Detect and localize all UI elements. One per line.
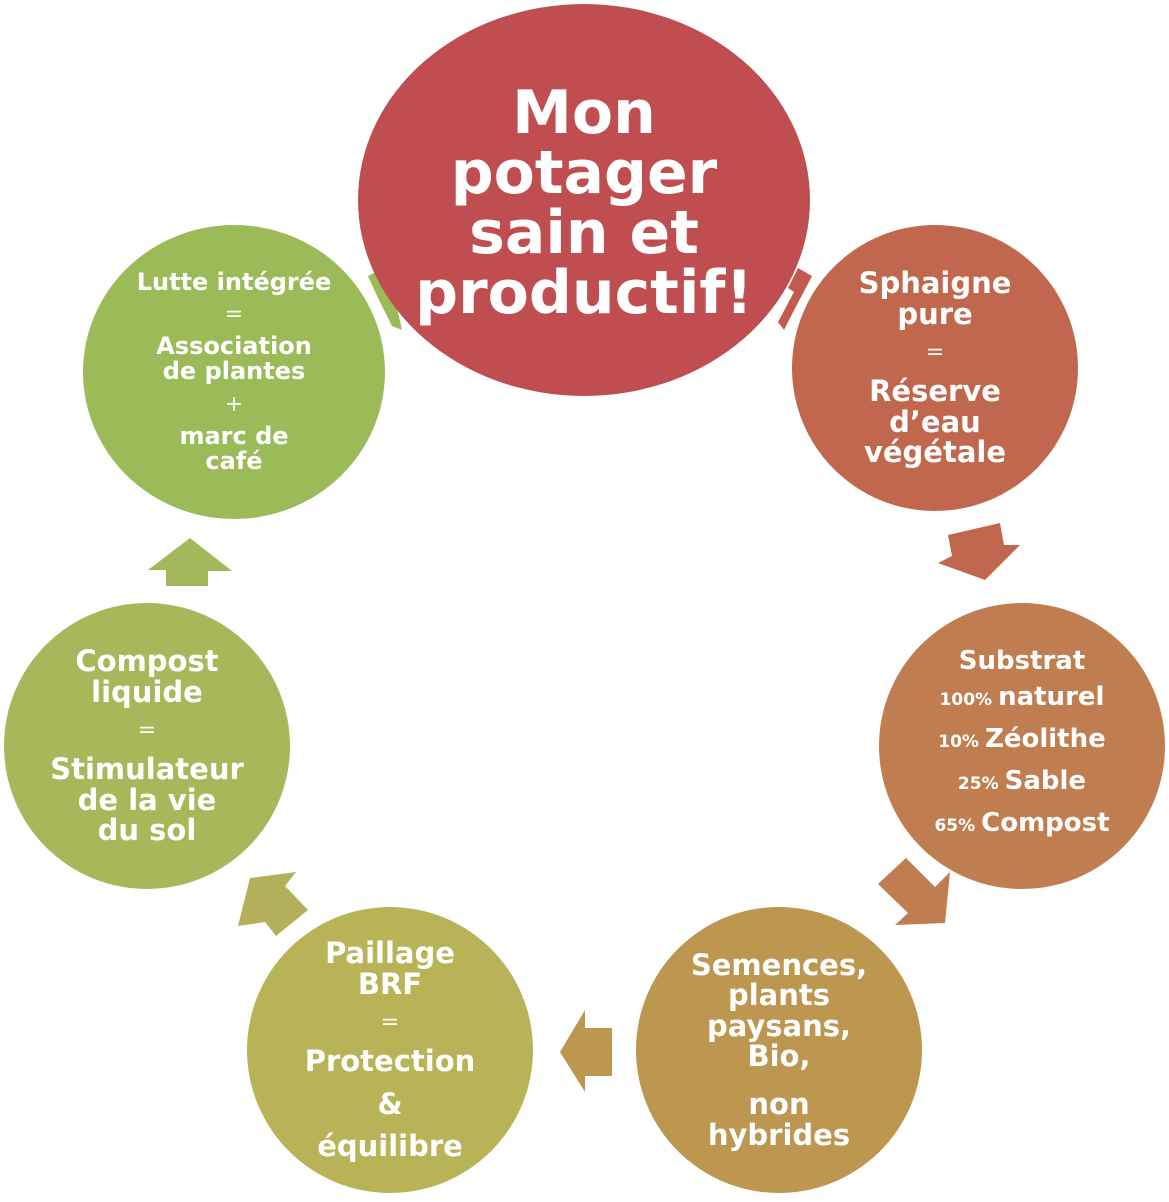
node-text: hybrides <box>707 1117 851 1152</box>
node-heading: Lutte intégrée <box>136 267 332 296</box>
equals-sign: = <box>224 302 244 328</box>
substrat-percent: 25% <box>957 773 999 794</box>
arrow-title-to-sphaigne <box>778 268 812 330</box>
node-text: Compost <box>75 644 219 679</box>
paillage-circle: Paillage BRF = Protection & équilibre <box>247 907 533 1193</box>
node-text: d’eau <box>889 404 981 439</box>
arrow-sphaigne-to-substrat <box>938 523 1020 580</box>
node-text: Paillage <box>325 936 455 971</box>
node-text: du sol <box>97 813 197 848</box>
substrat-percent: 100% <box>939 689 993 710</box>
node-text: marc de <box>179 421 289 450</box>
title-line: productif! <box>415 258 753 328</box>
arrow-semences-to-paillage <box>560 1010 612 1092</box>
node-text: pure <box>897 296 973 331</box>
node-text: Semences, <box>690 947 868 982</box>
node-text: plants <box>727 978 831 1013</box>
substrat-ingredient: Sable <box>1004 765 1087 796</box>
substrat-row: 10%Zéolithe <box>938 724 1105 754</box>
equals-sign: = <box>380 1010 400 1036</box>
node-text: équilibre <box>317 1129 463 1164</box>
sphaigne-circle: Sphaigne pure = Réserve d’eau végétale <box>792 225 1078 511</box>
arrow-substrat-to-semences <box>878 858 950 925</box>
node-text: Sphaigne <box>858 266 1012 301</box>
substrat-row: 65%Compost <box>934 808 1109 838</box>
arrow-compost-to-lutte <box>148 538 232 586</box>
substrat-percent: 10% <box>938 731 979 752</box>
node-text: de plantes <box>162 357 306 386</box>
node-text: non <box>748 1087 810 1122</box>
equals-sign: = <box>137 718 157 744</box>
title-circle: Mon potager sain et productif! <box>358 4 810 396</box>
node-text: liquide <box>91 674 203 709</box>
node-text: café <box>205 446 263 475</box>
semences-circle: Semences, plants paysans, Bio, non hybri… <box>636 907 922 1193</box>
substrat-ingredient: Zéolithe <box>984 723 1106 754</box>
node-text: & <box>377 1086 403 1121</box>
arrow-lutte-to-title <box>368 270 402 330</box>
title-line: sain et <box>469 198 699 268</box>
node-text: de la vie <box>77 782 217 817</box>
substrat-ingredient: Compost <box>981 807 1110 838</box>
node-text: végétale <box>863 435 1007 470</box>
node-text: Réserve <box>869 374 1001 409</box>
plus-sign: + <box>224 391 244 417</box>
title-line: potager <box>450 138 718 208</box>
arrow-paillage-to-compost <box>238 872 308 936</box>
node-text: Bio, <box>747 1039 811 1073</box>
substrat-ingredient: naturel <box>998 681 1105 712</box>
substrat-percent: 65% <box>934 815 976 836</box>
equals-sign: = <box>925 340 945 366</box>
substrat-circle: Substrat 100%naturel 10%Zéolithe 25%Sabl… <box>879 603 1165 889</box>
node-heading: Substrat <box>958 646 1086 677</box>
node-text: Protection <box>304 1044 476 1079</box>
node-text: Stimulateur <box>50 752 244 787</box>
substrat-row: 25%Sable <box>958 766 1086 796</box>
lutte-circle: Lutte intégrée = Association de plantes … <box>83 225 385 519</box>
title-line: Mon <box>512 78 656 148</box>
node-text: BRF <box>357 966 423 1001</box>
node-text: paysans, <box>706 1008 852 1043</box>
compost-circle: Compost liquide = Stimulateur de la vie … <box>4 603 290 889</box>
node-text: Association <box>156 332 312 361</box>
substrat-row: 100%naturel <box>940 682 1105 712</box>
